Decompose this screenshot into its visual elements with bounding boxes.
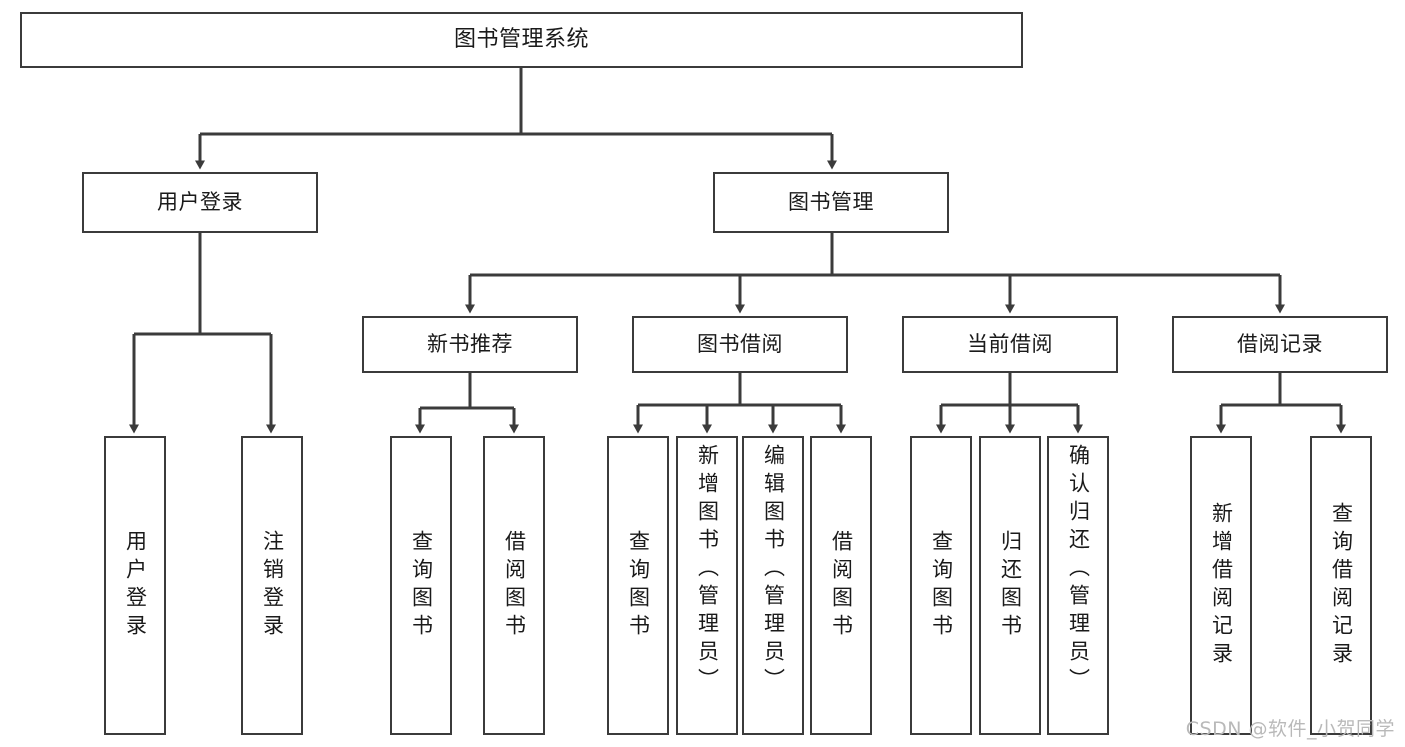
node-leaf-query-book-current[interactable]: 查询图书 (910, 436, 972, 735)
node-leaf-query-book-borrow[interactable]: 查询图书 (607, 436, 669, 735)
node-book-management[interactable]: 图书管理 (713, 172, 949, 233)
node-root-library-system[interactable]: 图书管理系统 (20, 12, 1023, 68)
node-leaf-confirm-return-admin[interactable]: 确认归还（管理员） (1047, 436, 1109, 735)
node-label: 查询借阅记录 (1329, 501, 1354, 670)
csdn-watermark: CSDN @软件_小贺同学 (1185, 718, 1395, 740)
node-user-login[interactable]: 用户登录 (82, 172, 318, 233)
node-label: 借阅图书 (829, 529, 854, 642)
node-leaf-user-login[interactable]: 用户登录 (104, 436, 166, 735)
node-label: 查询图书 (929, 529, 954, 642)
node-borrow-records[interactable]: 借阅记录 (1172, 316, 1388, 373)
node-label: 图书管理 (788, 189, 874, 214)
node-leaf-borrow-book-recommend[interactable]: 借阅图书 (483, 436, 545, 735)
node-leaf-query-borrow-record[interactable]: 查询借阅记录 (1310, 436, 1372, 735)
node-label: 查询图书 (409, 529, 434, 642)
node-leaf-query-book-recommend[interactable]: 查询图书 (390, 436, 452, 735)
node-label: 当前借阅 (967, 331, 1053, 356)
node-label: 编辑图书（管理员） (761, 444, 786, 696)
node-label: 用户登录 (157, 189, 243, 214)
node-label: 图书借阅 (697, 331, 783, 356)
node-current-borrow[interactable]: 当前借阅 (902, 316, 1118, 373)
node-label: 确认归还（管理员） (1066, 444, 1091, 696)
node-new-book-recommend[interactable]: 新书推荐 (362, 316, 578, 373)
node-label: 图书管理系统 (453, 26, 589, 52)
node-leaf-add-book-admin[interactable]: 新增图书（管理员） (676, 436, 738, 735)
node-book-borrow[interactable]: 图书借阅 (632, 316, 848, 373)
node-label: 用户登录 (123, 529, 148, 642)
node-leaf-return-book[interactable]: 归还图书 (979, 436, 1041, 735)
node-label: 新增图书（管理员） (695, 444, 720, 696)
node-label: 新书推荐 (427, 331, 513, 356)
node-leaf-edit-book-admin[interactable]: 编辑图书（管理员） (742, 436, 804, 735)
node-leaf-add-borrow-record[interactable]: 新增借阅记录 (1190, 436, 1252, 735)
node-label: 注销登录 (260, 529, 285, 642)
node-label: 借阅记录 (1237, 331, 1323, 356)
node-label: 新增借阅记录 (1209, 501, 1234, 670)
node-leaf-logout-login[interactable]: 注销登录 (241, 436, 303, 735)
node-label: 查询图书 (626, 529, 651, 642)
node-leaf-borrow-book[interactable]: 借阅图书 (810, 436, 872, 735)
node-label: 归还图书 (998, 529, 1023, 642)
node-label: 借阅图书 (502, 529, 527, 642)
